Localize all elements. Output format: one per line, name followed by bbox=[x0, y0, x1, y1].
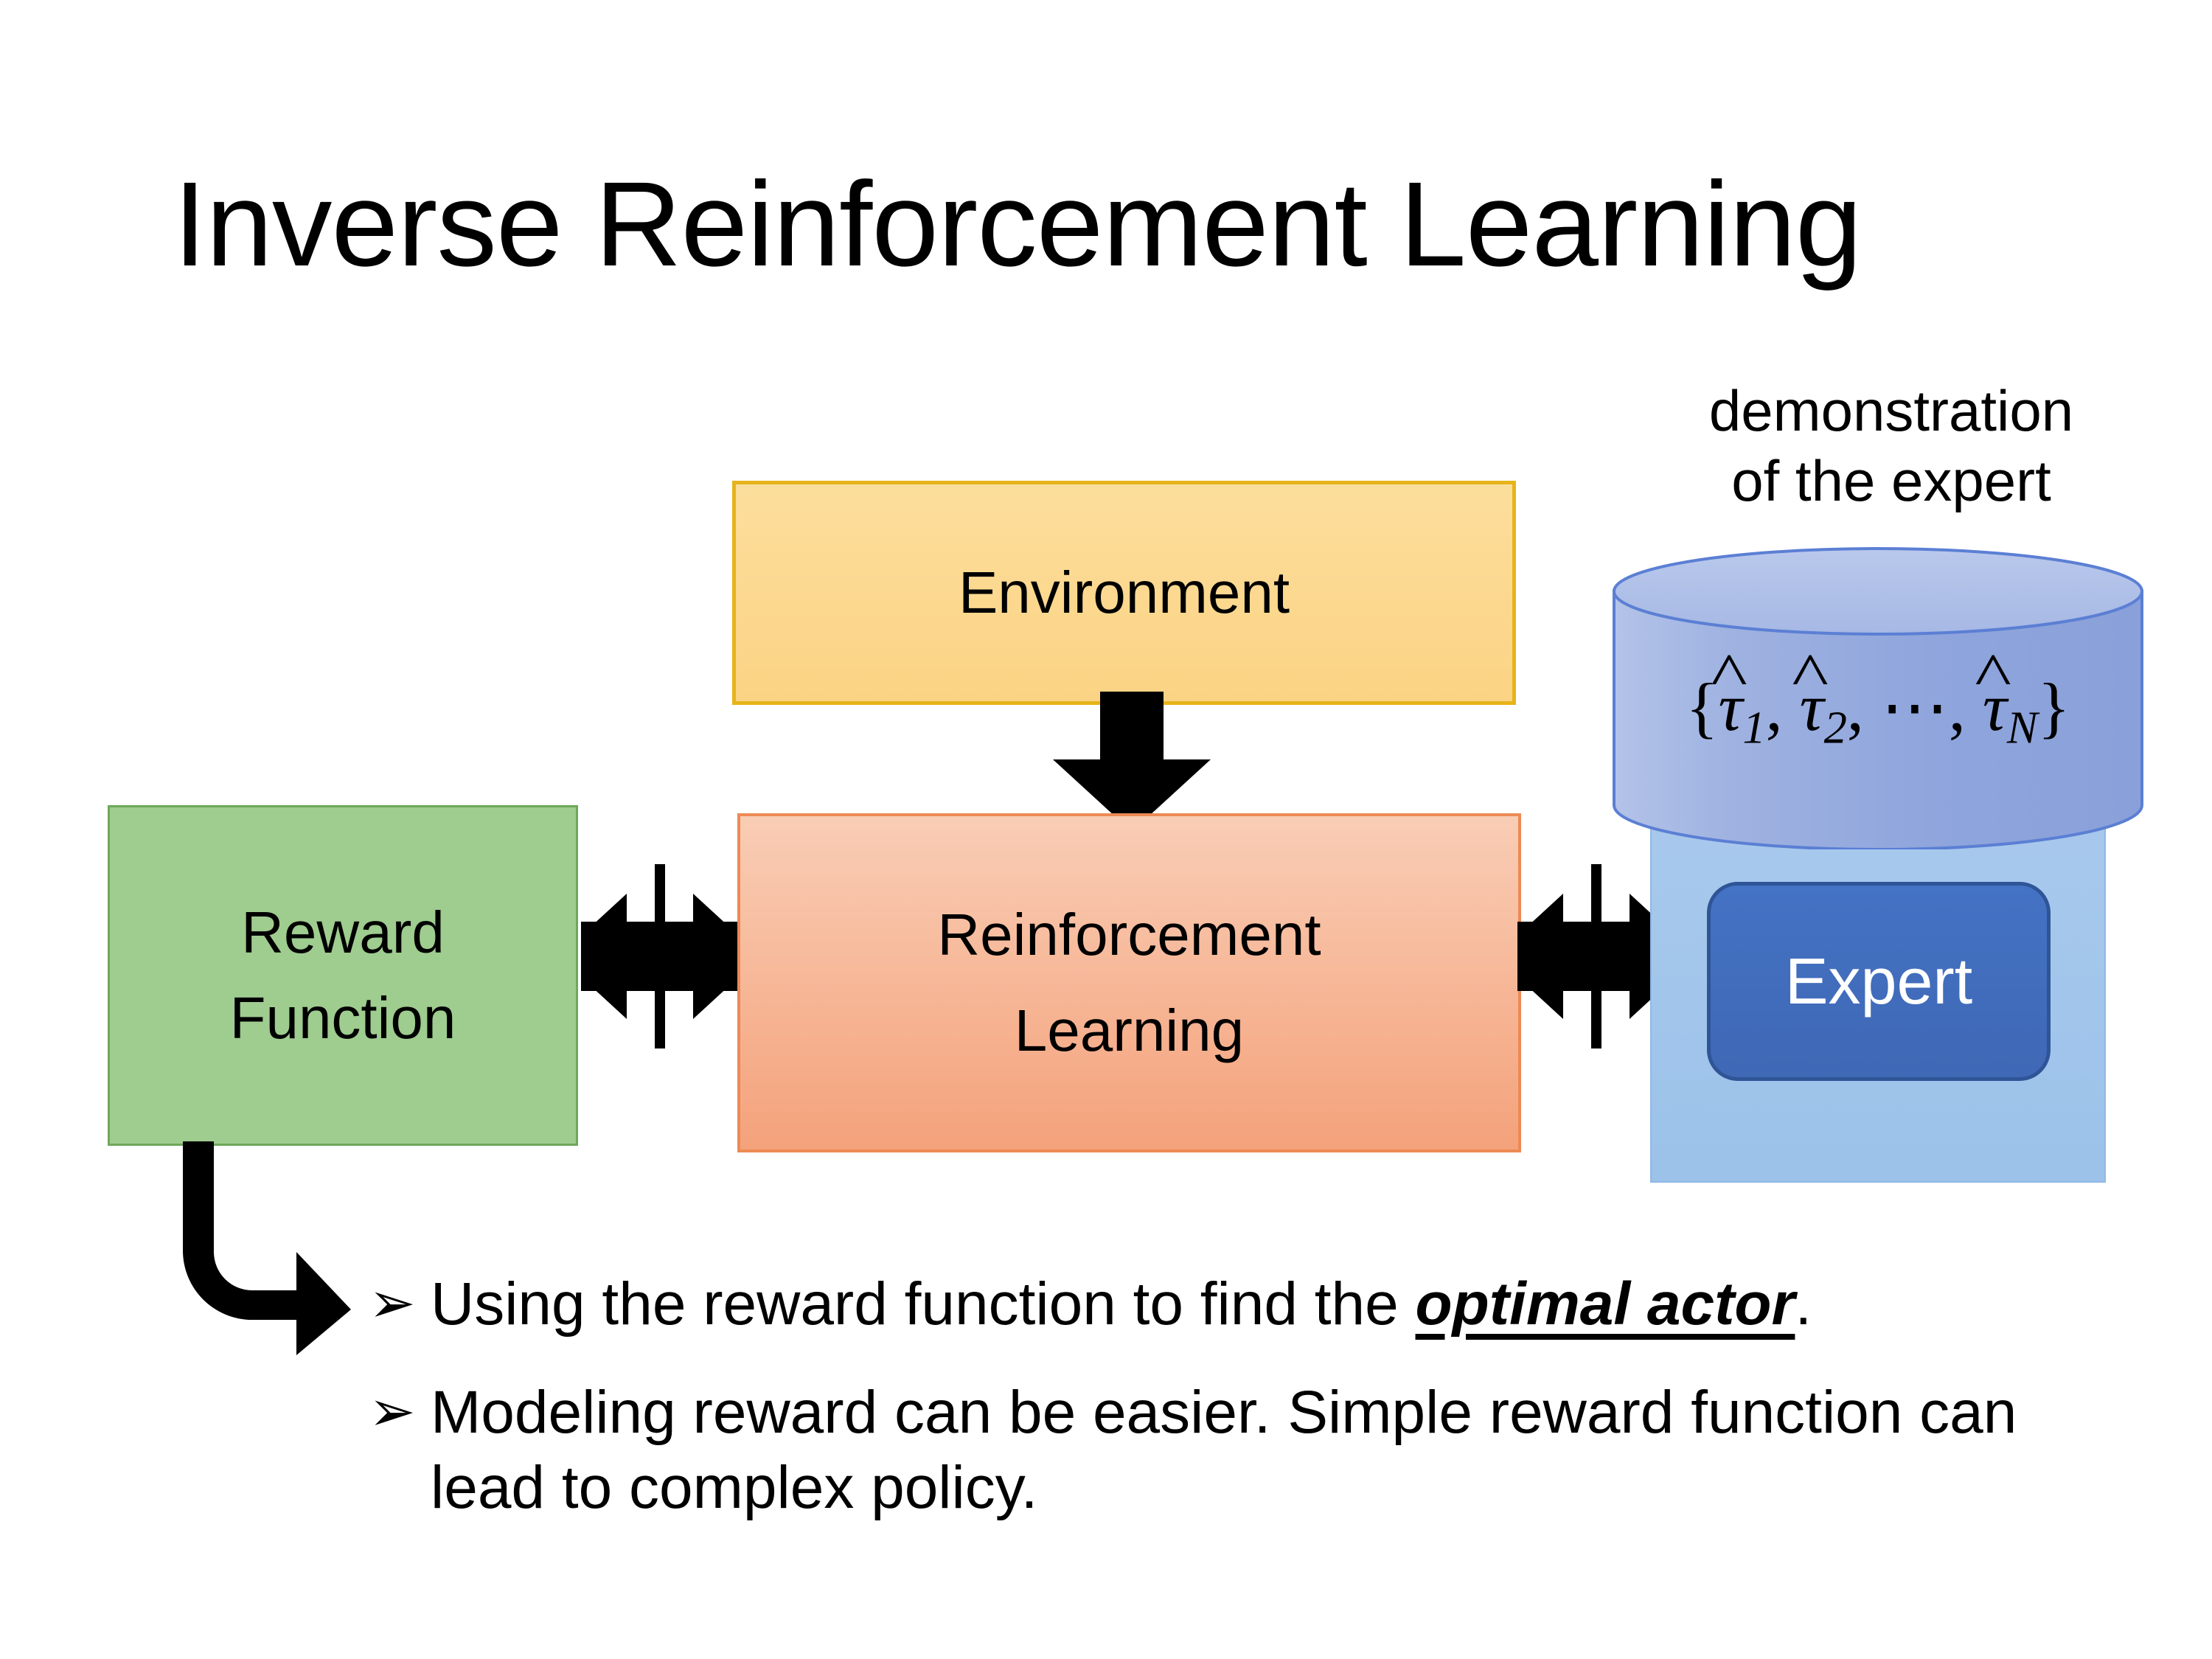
reinforcement-learning-label-line2: Learning bbox=[1014, 998, 1245, 1063]
environment-box[interactable]: Environment bbox=[732, 481, 1516, 705]
reward-function-label-line2: Function bbox=[229, 985, 456, 1051]
reward-function-label: Reward Function bbox=[230, 890, 456, 1061]
bullet-1-emphasis: optimal actor bbox=[1415, 1270, 1795, 1338]
expert-box[interactable]: Expert bbox=[1707, 882, 2051, 1081]
environment-label: Environment bbox=[958, 560, 1290, 625]
tau-n: τ bbox=[1983, 669, 2007, 745]
reinforcement-learning-box[interactable]: Reinforcement Learning bbox=[737, 813, 1521, 1152]
formula-comma-2: , bbox=[1846, 669, 1864, 745]
tau-1: τ bbox=[1718, 669, 1742, 745]
list-item: ➢ Modeling reward can be easier. Simple … bbox=[369, 1375, 2065, 1526]
demonstration-caption: demonstration of the expert bbox=[1655, 376, 2127, 516]
formula-comma-3: , bbox=[1948, 669, 1966, 745]
reward-function-label-line1: Reward bbox=[241, 900, 445, 965]
trajectory-set-formula: {τ1, τ2, ⋯, τN} bbox=[1612, 667, 2144, 755]
demonstration-caption-line2: of the expert bbox=[1731, 448, 2051, 514]
tau-n-subscript: N bbox=[2006, 701, 2038, 754]
formula-comma-1: , bbox=[1765, 669, 1783, 745]
bullet-list: ➢ Using the reward function to find the … bbox=[369, 1267, 2065, 1559]
reinforcement-learning-label: Reinforcement Learning bbox=[937, 887, 1321, 1078]
reinforcement-learning-label-line1: Reinforcement bbox=[937, 902, 1321, 968]
demonstration-caption-line1: demonstration bbox=[1708, 378, 2074, 443]
environment-to-rl-arrow bbox=[1053, 692, 1211, 832]
formula-close-brace: } bbox=[2037, 669, 2070, 745]
bullet-marker-icon: ➢ bbox=[369, 1272, 416, 1335]
reward-function-box[interactable]: Reward Function bbox=[108, 805, 578, 1146]
bullet-1-text: Using the reward function to find the op… bbox=[431, 1267, 2065, 1343]
tau-2: τ bbox=[1800, 669, 1824, 745]
page-title: Inverse Reinforcement Learning bbox=[173, 156, 1862, 291]
expert-label: Expert bbox=[1784, 945, 1973, 1018]
bullet-1-prefix: Using the reward function to find the bbox=[431, 1270, 1416, 1338]
bullet-marker-icon: ➢ bbox=[369, 1380, 416, 1443]
reward-to-rl-quad-arrow bbox=[581, 864, 739, 1048]
formula-ellipsis: ⋯ bbox=[1880, 669, 1949, 745]
bullet-1-suffix: . bbox=[1795, 1270, 1812, 1338]
list-item: ➢ Using the reward function to find the … bbox=[369, 1267, 2065, 1343]
bullet-2-text: Modeling reward can be easier. Simple re… bbox=[431, 1378, 2017, 1522]
